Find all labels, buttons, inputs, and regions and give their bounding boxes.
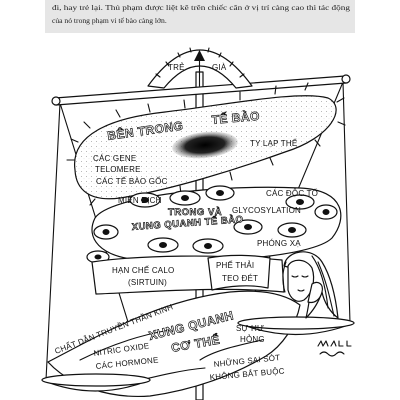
label-damage-line2: HỎNG	[240, 335, 265, 344]
woman-figure	[282, 251, 339, 319]
label-toxins: CÁC ĐỘC TỐ	[266, 188, 318, 198]
small-cell-nucleus	[159, 242, 167, 248]
small-cell-nucleus	[244, 224, 252, 230]
cell-title-right: TẾ BÀO	[211, 108, 260, 127]
dial-ticks	[155, 47, 245, 78]
left-pan	[41, 373, 151, 392]
label-mitochondria: TY LẠP THỂ	[250, 139, 297, 148]
beam-knob-right	[341, 74, 351, 84]
label-damage-line1: SỰ HƯ	[236, 324, 264, 333]
around-cell-title-line1: TRONG VÀ	[168, 207, 222, 218]
dial-label-young: TRẺ	[168, 63, 185, 72]
small-cell-nucleus	[296, 199, 304, 205]
caption-line-1: đi, hay trẻ lại. Thủ phạm được liệt kê t…	[52, 3, 350, 12]
small-cell-nucleus	[204, 243, 212, 249]
right-pan-rim	[237, 316, 355, 330]
age-dial: TRẺ GIÀ	[147, 47, 253, 89]
caption-box	[45, 0, 355, 33]
small-cell-nucleus	[94, 254, 102, 260]
woman-closed-eyes	[291, 275, 309, 292]
small-cell	[314, 204, 338, 220]
small-cell-nucleus	[322, 209, 330, 215]
small-cell	[233, 219, 263, 235]
dial-face	[147, 49, 253, 89]
label-stem-cells: CÁC TẾ BÀO GỐC	[96, 176, 168, 186]
label-genes: CÁC GENE	[93, 154, 136, 163]
label-glycosylation: GLYCOSYLATION	[232, 206, 301, 215]
small-cell	[205, 185, 235, 201]
woman-hair-strands	[282, 255, 335, 317]
small-cell-nucleus	[216, 190, 224, 196]
label-waste: PHẾ THẢI	[216, 260, 254, 270]
beam-knob-left	[51, 96, 61, 106]
label-atrophy: TEO ĐÉT	[222, 274, 258, 283]
artist-signature	[317, 340, 352, 357]
small-cell	[169, 190, 201, 206]
small-cell	[285, 194, 315, 210]
waste-flap	[207, 254, 271, 291]
left-pan-rim	[41, 373, 151, 387]
small-cell	[277, 222, 307, 238]
small-cell	[93, 224, 119, 240]
small-cell-nucleus	[288, 227, 296, 233]
small-cell	[192, 238, 224, 254]
small-cell-nucleus	[141, 197, 149, 203]
caption-line-2: của nó trong phạm vi tế bào càng lớn.	[52, 16, 167, 25]
label-sirtuin: (SIRTUIN)	[128, 278, 167, 287]
small-cell	[129, 192, 161, 208]
small-cell-nucleus	[102, 229, 110, 235]
label-calorie-restriction: HẠN CHẾ CALO	[112, 265, 174, 275]
label-telomere: TELOMERE	[95, 165, 141, 174]
right-pan	[237, 316, 355, 336]
arrow-up-icon	[194, 50, 205, 61]
small-cell	[147, 237, 179, 253]
label-radiation: PHÓNG XẠ	[257, 239, 301, 248]
label-immunity: MIỄN DỊCH	[118, 196, 162, 205]
woman-hand	[307, 281, 323, 304]
small-cell-nucleus	[181, 195, 189, 201]
big-cell-nucleus	[172, 131, 238, 159]
dial-label-old: GIÀ	[212, 63, 227, 72]
